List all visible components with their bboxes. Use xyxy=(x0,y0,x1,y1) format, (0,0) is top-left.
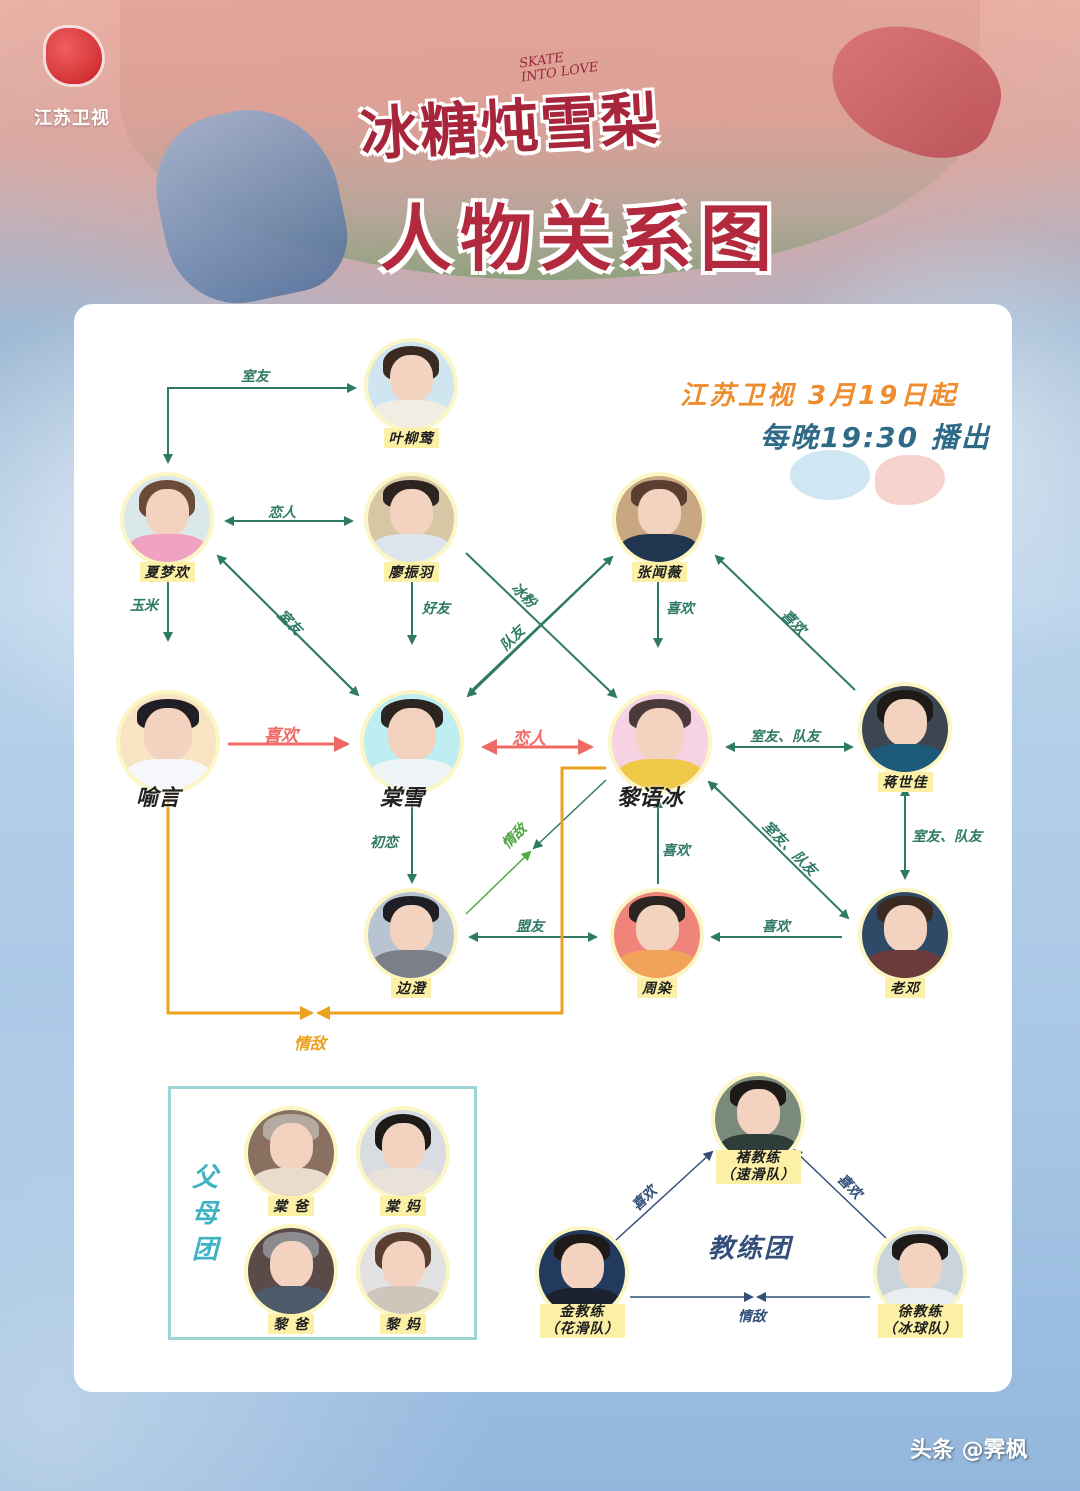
parents-group-title: 父母团 xyxy=(191,1163,218,1265)
character-name: 老邓 xyxy=(885,978,925,998)
character-name: 夏梦欢 xyxy=(139,562,195,582)
avatar-bian xyxy=(368,892,454,978)
coach-node-xu[interactable]: 徐教练 （冰球队） xyxy=(874,1230,966,1338)
avatar-li-dad xyxy=(248,1228,334,1314)
parent-name: 棠 爸 xyxy=(268,1196,314,1216)
label-jin-xu: 情敌 xyxy=(738,1309,766,1325)
label-deng-zhou: 喜欢 xyxy=(762,919,790,935)
label-zhou-li: 喜欢 xyxy=(662,843,690,859)
label-tang-li: 恋人 xyxy=(512,729,546,749)
avatar-ye xyxy=(368,342,454,428)
character-node-liao[interactable]: 廖振羽 xyxy=(366,476,456,582)
channel-logo: 江苏卫视 xyxy=(34,28,114,130)
avatar-tang xyxy=(364,694,460,790)
character-name: 蒋世佳 xyxy=(877,772,933,792)
label-liao-tang: 好友 xyxy=(422,601,450,617)
character-name: 棠雪 xyxy=(379,786,424,811)
parent-name: 棠 妈 xyxy=(380,1196,426,1216)
avatar-yu xyxy=(120,694,216,790)
pink-heart-icon xyxy=(875,455,945,505)
watermark: 头条 @霁枫 xyxy=(910,1438,1028,1463)
label-zhang-li: 喜欢 xyxy=(666,601,694,617)
coach-node-chu[interactable]: 褚教练 （速滑队） xyxy=(712,1076,804,1184)
label-li-jiang: 室友、队友 xyxy=(750,729,820,745)
chart-title: 人物关系图 xyxy=(380,197,781,281)
character-name: 周染 xyxy=(637,978,677,998)
label-yu-li-rival: 情敌 xyxy=(294,1034,327,1053)
character-node-xia[interactable]: 夏梦欢 xyxy=(122,476,212,582)
coach-name: 褚教练 （速滑队） xyxy=(715,1150,801,1184)
coach-node-jin[interactable]: 金教练 （花滑队） xyxy=(536,1230,628,1338)
character-name: 边澄 xyxy=(391,978,431,998)
character-node-li[interactable]: 黎语冰 xyxy=(610,694,710,812)
character-node-yu[interactable]: 喻言 xyxy=(118,694,218,812)
character-node-zhou[interactable]: 周染 xyxy=(612,892,702,998)
coach-group-title: 教练团 xyxy=(708,1234,793,1264)
avatar-tang-dad xyxy=(248,1110,334,1196)
coach-name: 金教练 （花滑队） xyxy=(539,1304,625,1338)
avatar-zhang xyxy=(616,476,702,562)
character-node-bian[interactable]: 边澄 xyxy=(366,892,456,998)
label-yu-tang: 喜欢 xyxy=(264,726,298,746)
label-bian-zhou: 盟友 xyxy=(516,919,544,935)
parent-name: 黎 爸 xyxy=(268,1314,314,1334)
avatar-jiang xyxy=(862,686,948,772)
character-name: 叶柳莺 xyxy=(383,428,439,448)
character-node-ye[interactable]: 叶柳莺 xyxy=(366,342,456,448)
parent-name: 黎 妈 xyxy=(380,1314,426,1334)
character-node-deng[interactable]: 老邓 xyxy=(860,892,950,998)
parent-node-li-dad[interactable]: 黎 爸 xyxy=(246,1228,336,1334)
parent-node-tang-dad[interactable]: 棠 爸 xyxy=(246,1110,336,1216)
drama-title: 冰糖炖雪梨 xyxy=(358,85,662,169)
character-name: 喻言 xyxy=(135,786,180,811)
avatar-xia xyxy=(124,476,210,562)
label-xia-yu: 玉米 xyxy=(130,598,158,614)
hearts-decoration xyxy=(790,450,970,510)
character-node-jiang[interactable]: 蒋世佳 xyxy=(860,686,950,792)
label-ye-xia: 室友 xyxy=(241,369,269,385)
avatar-deng xyxy=(862,892,948,978)
character-name: 张闻薇 xyxy=(631,562,687,582)
coach-name: 徐教练 （冰球队） xyxy=(877,1304,963,1338)
avatar-liao xyxy=(368,476,454,562)
avatar-li-mom xyxy=(360,1228,446,1314)
jstv-logo-icon xyxy=(46,28,102,84)
label-xia-liao: 恋人 xyxy=(268,505,296,521)
character-name: 黎语冰 xyxy=(616,786,683,811)
poster-header: 江苏卫视 SKATE INTO LOVE 冰糖炖雪梨 人物关系图 xyxy=(0,0,1080,317)
character-name: 廖振羽 xyxy=(383,562,439,582)
label-jiang-deng: 室友、队友 xyxy=(912,829,982,845)
avatar-li xyxy=(612,694,708,790)
character-node-tang[interactable]: 棠雪 xyxy=(362,694,462,812)
avatar-tang-mom xyxy=(360,1110,446,1196)
airtime-date: 江苏卫视 3月19日起 xyxy=(680,381,959,411)
airtime-slot: 每晚19:30 播出 xyxy=(760,421,991,454)
label-tang-bian: 初恋 xyxy=(370,835,398,851)
airtime-notice: 江苏卫视 3月19日起 每晚19:30 播出 xyxy=(680,375,1000,456)
channel-logo-text: 江苏卫视 xyxy=(34,108,110,129)
parents-group-box xyxy=(168,1086,477,1340)
parent-node-li-mom[interactable]: 黎 妈 xyxy=(358,1228,448,1334)
avatar-zhou xyxy=(614,892,700,978)
parent-node-tang-mom[interactable]: 棠 妈 xyxy=(358,1110,448,1216)
blue-heart-icon xyxy=(790,450,870,500)
character-node-zhang[interactable]: 张闻薇 xyxy=(614,476,704,582)
